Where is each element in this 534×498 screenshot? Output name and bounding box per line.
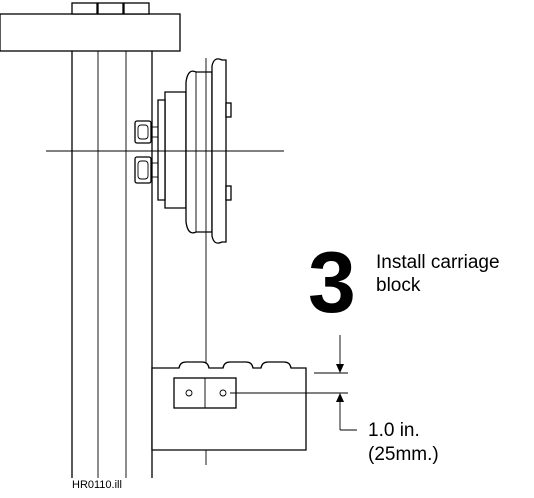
dimension-mm: (25mm.) xyxy=(368,444,439,465)
dimension-inches: 1.0 in. xyxy=(368,420,420,441)
vertical-rail xyxy=(71,51,153,478)
step-title-line2: block xyxy=(376,275,421,296)
carriage-block xyxy=(151,361,307,451)
rail-clamp-lower xyxy=(134,156,158,184)
rail-clamp-upper xyxy=(134,120,158,144)
top-beam xyxy=(0,2,181,52)
step-number: 3 xyxy=(308,235,356,331)
dimension-callout xyxy=(230,335,357,431)
step-title-line1: Install carriage xyxy=(376,252,500,273)
file-label: HR0110.ill xyxy=(72,479,122,491)
